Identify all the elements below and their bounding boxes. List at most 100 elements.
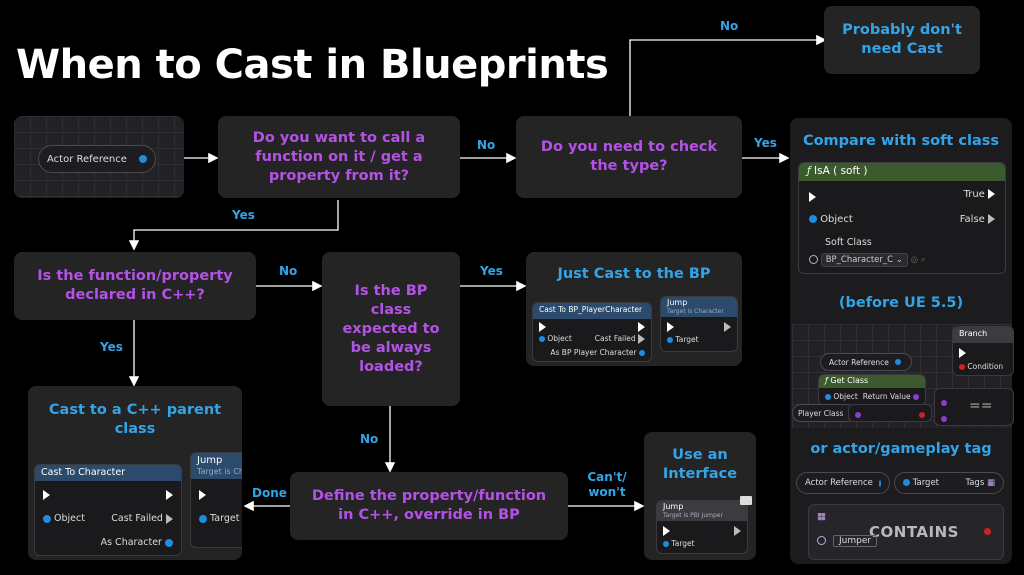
return-value-label: Return Value <box>862 392 911 401</box>
isa-soft-node: ƒ IsA ( soft ) True Object False Soft Cl… <box>798 162 1006 274</box>
exec-in-icon <box>959 347 966 358</box>
object-pin-icon <box>139 155 147 163</box>
exec-in-icon <box>43 489 50 500</box>
player-class-label: Player Class <box>798 408 844 418</box>
equal-operator: == <box>969 398 993 414</box>
browse-icon[interactable]: ◎ <box>910 255 919 265</box>
exec-out-icon <box>724 321 731 332</box>
exec-out-icon <box>638 321 645 332</box>
as-bp-player-label: As BP Player Character <box>550 348 637 357</box>
compare-pins-node <box>848 404 932 422</box>
jump-target-label: Target <box>675 335 699 344</box>
cast-object-label: Object <box>547 334 572 343</box>
isa-soft-title: IsA ( soft ) <box>814 165 868 177</box>
get-class-object-label: Object <box>833 392 858 401</box>
jump-interface-target-note: Target is PBI Jumper <box>663 512 723 519</box>
bool-pin-icon <box>984 528 991 535</box>
cast-failed-label: Cast Failed <box>594 334 636 343</box>
object-pin-icon <box>809 215 817 223</box>
target-pin-icon <box>199 514 207 523</box>
class-pin-icon <box>941 399 947 406</box>
class-pin-icon <box>941 415 947 422</box>
exec-in-icon <box>539 321 546 332</box>
edge-label-no: No <box>279 264 298 278</box>
jumper-tag-field[interactable]: Jumper <box>833 535 878 547</box>
actor-reference-label: Actor Reference <box>829 357 889 367</box>
contains-label: CONTAINS <box>869 523 959 541</box>
result-interface: Use an Interface <box>662 447 738 482</box>
object-pin-icon <box>539 336 545 342</box>
edge-label-no: No <box>360 432 379 446</box>
bool-pin-icon <box>959 364 965 370</box>
class-pin-icon <box>855 411 861 418</box>
jumper-tag-value: Jumper <box>839 536 872 546</box>
tags-target-label: Target <box>912 478 939 488</box>
object-pin-icon <box>878 479 881 487</box>
target-pin-icon <box>663 541 669 547</box>
cast-to-character-title: Cast To Character <box>35 465 181 481</box>
get-tags-node: Target Tags ▦ <box>894 472 1004 494</box>
object-pin-icon <box>894 359 901 365</box>
branch-node: Branch Condition <box>952 326 1014 376</box>
isa-soft-class-label: Soft Class <box>825 237 872 248</box>
result-cast-parent-panel: Cast to a C++ parent class Cast To Chara… <box>28 386 242 560</box>
result-just-cast-panel: Just Cast to the BP Cast To BP_PlayerCha… <box>526 252 742 366</box>
function-icon: ƒ <box>807 165 811 177</box>
equal-node: == <box>934 388 1014 426</box>
message-icon <box>740 496 752 505</box>
tags-label: Tags <box>965 478 985 488</box>
result-soft-class: Compare with soft class <box>802 133 1000 149</box>
isa-object-label: Object <box>820 214 853 225</box>
jump-title: Jump <box>197 455 223 466</box>
exec-out-icon <box>734 525 741 536</box>
class-pin-icon <box>913 394 919 400</box>
actor-reference-label: Actor Reference <box>47 153 127 165</box>
question-call-function: Do you want to call a function on it / g… <box>218 116 460 198</box>
exec-out-icon <box>988 189 995 199</box>
question-always-loaded: Is the BP class expected to be always lo… <box>322 252 460 406</box>
actor-reference-node: Actor Reference <box>38 145 156 173</box>
target-pin-icon <box>667 337 673 343</box>
bool-pin-icon <box>919 411 925 418</box>
edge-label-done: Done <box>252 486 287 500</box>
edge-label-no: No <box>720 19 739 33</box>
edge-label-yes: Yes <box>100 340 123 354</box>
tag-container-pin-icon: ▦ <box>986 478 995 488</box>
cast-to-character-node: Cast To Character Object Cast Failed As … <box>34 464 182 556</box>
player-class-node: Player Class <box>792 404 856 422</box>
cast-to-bp-node: Cast To BP_PlayerCharacter Object Cast F… <box>532 302 652 362</box>
exec-in-icon <box>809 191 816 202</box>
before-ue-label: (before UE 5.5) <box>838 295 964 311</box>
edge-label-yes: Yes <box>754 136 777 150</box>
jump-interface-target-label: Target <box>671 539 695 548</box>
edge-label-yes: Yes <box>232 208 255 222</box>
question-check-type: Do you need to check the type? <box>516 116 742 198</box>
exec-out-icon <box>166 513 173 524</box>
soft-class-dropdown[interactable]: BP_Character_C ⌄ <box>820 253 908 267</box>
edge-label-cant: Can't/ won't <box>587 470 627 499</box>
exec-in-icon <box>667 321 674 332</box>
get-class-title: Get Class <box>830 376 869 385</box>
object-pin-icon <box>165 538 173 547</box>
cast-failed-label: Cast Failed <box>111 513 163 524</box>
chevron-down-icon: ⌄ <box>895 255 903 265</box>
contains-node: ▦ CONTAINS Jumper <box>808 504 1004 560</box>
target-pin-icon <box>903 479 910 486</box>
edge-label-no: No <box>477 138 496 152</box>
edge-label-yes: Yes <box>480 264 503 278</box>
result-cast-parent: Cast to a C++ parent class <box>48 402 222 437</box>
soft-class-value: BP_Character_C <box>825 255 894 265</box>
question-declared-cpp: Is the function/property declared in C++… <box>14 252 256 320</box>
object-pin-icon <box>639 350 645 356</box>
jump-target-note: Target is Character <box>197 467 242 476</box>
page-title: When to Cast in Blueprints <box>16 42 609 88</box>
function-icon: ƒ <box>825 376 828 385</box>
jump-target-label: Target <box>210 513 240 524</box>
search-icon[interactable]: ⌕ <box>920 255 926 265</box>
tag-container-pin-icon: ▦ <box>817 511 826 522</box>
result-no-cast: Probably don't need Cast <box>824 6 980 74</box>
